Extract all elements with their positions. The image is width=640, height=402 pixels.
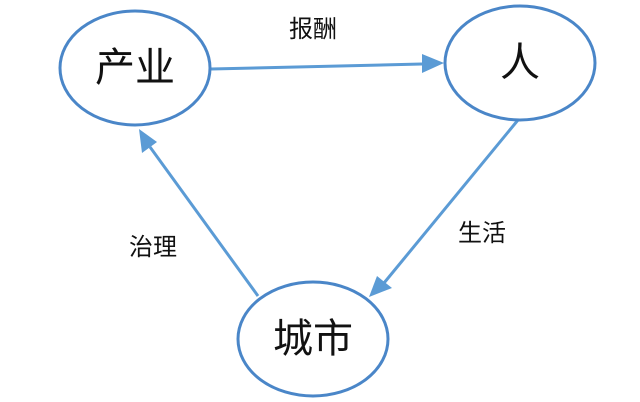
edge-city-to-industry-arrowhead (139, 129, 157, 153)
node-people: 人 (443, 4, 597, 122)
edge-industry-to-people-line (210, 62, 423, 71)
node-people-ellipse (443, 4, 597, 122)
edge-industry-to-people (210, 54, 444, 73)
node-city-label: 城市 (273, 316, 353, 362)
node-industry-label: 产业 (95, 45, 175, 91)
node-industry-ellipse (58, 9, 212, 127)
edge-label-city-to-industry: 治理 (129, 233, 177, 261)
edge-industry-to-people-arrowhead (422, 54, 444, 73)
node-city: 城市 (236, 280, 390, 398)
edge-city-to-industry-line (148, 146, 260, 297)
edge-city-to-industry (139, 129, 260, 297)
node-people-label: 人 (500, 40, 540, 86)
node-industry: 产业 (58, 9, 212, 127)
edge-people-to-city-arrowhead (369, 276, 392, 297)
node-city-ellipse (236, 280, 390, 398)
edge-label-industry-to-people: 报酬 (289, 15, 337, 43)
edge-label-people-to-city: 生活 (458, 219, 506, 247)
edge-people-to-city (369, 119, 520, 297)
edge-people-to-city-line (382, 119, 520, 284)
